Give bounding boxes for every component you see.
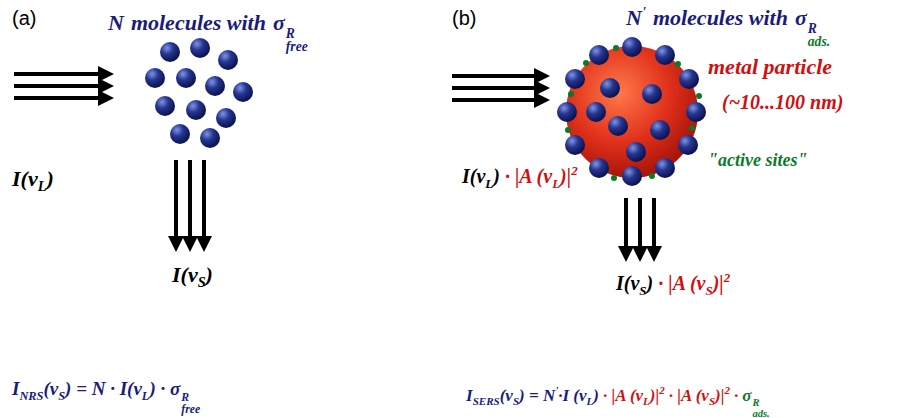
scattered-arrows-b [618,198,662,262]
label-text: I(ν [462,165,485,187]
label-text: free [181,404,200,416]
particle-label: metal particle [708,54,832,80]
stacked-indices: Rads. [808,22,830,49]
label-text: σ [795,5,807,30]
label-text: 2 [571,163,578,178]
label-text: R [286,27,308,41]
label-text: (ν [500,386,513,405]
active-site-dots [565,45,702,181]
label-text: (~10...100 nm) [722,91,843,113]
label-text: R [808,22,830,36]
label-text: metal particle [708,54,832,79]
label-text: L [552,176,560,191]
label-text: L [38,178,47,194]
label-text: S [705,283,712,298]
incident-arrows-b [452,68,550,108]
label-text: NRS [19,389,43,403]
particle-size: (~10...100 nm) [722,90,843,114]
label-text: L [485,176,493,191]
label-text: S [639,283,646,298]
active-sites-label: "active sites" [708,150,807,172]
label-text: S [58,389,65,403]
label-text: (a) [12,7,36,29]
label-text: S [513,395,519,407]
label-text: ) = N · I(ν [65,378,142,399]
label-text: 2 [659,384,665,396]
metal-particle [566,46,698,178]
label-text: molecules with [131,10,266,35]
label-text: σ [742,386,751,405]
label-text: S [198,274,206,290]
enhanced-incident: I(νL)· |A (νL)|2 [462,163,578,191]
label-text: )| [650,386,659,405]
label-text: ) = N [519,386,555,405]
nrs-formula: INRS(νS) = N · I(νL) · σRfree [12,378,200,416]
label-text: )| [715,386,724,405]
label-text: 2 [724,384,730,396]
label-text: · |A (ν [505,165,552,187]
label-text: ) [46,166,53,191]
label-text: free [286,40,308,54]
label-text: · |A (ν [658,272,705,294]
label-text: ) [493,165,500,187]
panel-letter: (a) [12,6,36,30]
label-text: S [709,395,715,407]
panel-letter: (b) [452,6,476,30]
label-text: ) [206,262,213,287]
label-text: ' [642,4,646,20]
label-text: SERS [473,395,500,407]
scattered-intensity: I(νS) [172,262,213,292]
label-text: (b) [452,7,476,29]
label-text: · [734,386,738,405]
label-text: 2 [724,270,731,285]
label-text: ) · σ [149,378,180,399]
incident-arrows-a [14,66,114,106]
enhanced-scattered: I(νS)· |A (νS)|2 [616,270,730,298]
label-text: ads. [808,35,830,49]
label-text: L [587,395,594,407]
label-text: σ [273,10,285,35]
label-text: )| [713,272,724,294]
adsorbed-molecules [557,37,706,186]
label-text: R [181,392,200,404]
label-text: N [108,10,124,35]
label-text: N [626,5,642,30]
label-text: "active sites" [708,150,807,170]
label-text: )| [560,165,571,187]
label-text: I [466,386,473,405]
label-text: molecules with [653,5,788,30]
label-text: L [142,389,150,403]
panel-a-heading: Nmolecules with σRfree [108,10,308,54]
stacked-indices: Rads. [752,398,769,418]
stacked-indices: Rfree [286,27,308,54]
sers-formula: ISERS(νS) = N'·I (νL)· |A (νL)|2· |A (νS… [466,384,770,418]
label-text: · |A (ν [603,386,643,405]
label-text: ads. [752,409,769,418]
label-text: R [752,398,769,409]
label-text: I(ν [12,166,38,191]
label-text: I(ν [172,262,198,287]
label-text: ' [555,384,558,396]
label-text: I [12,378,19,399]
stacked-indices: Rfree [181,392,200,416]
free-molecules [145,38,253,148]
label-text: ) [647,272,654,294]
panel-b-heading: N' molecules with σRads. [626,4,830,49]
scattered-arrows-a [168,160,212,252]
label-text: ) [593,386,599,405]
label-text: · |A (ν [669,386,709,405]
label-text: (ν [43,378,58,399]
incident-intensity: I(νL) [12,166,54,196]
label-text: I(ν [616,272,639,294]
label-text: L [643,395,650,407]
label-text: ·I (ν [558,386,586,405]
